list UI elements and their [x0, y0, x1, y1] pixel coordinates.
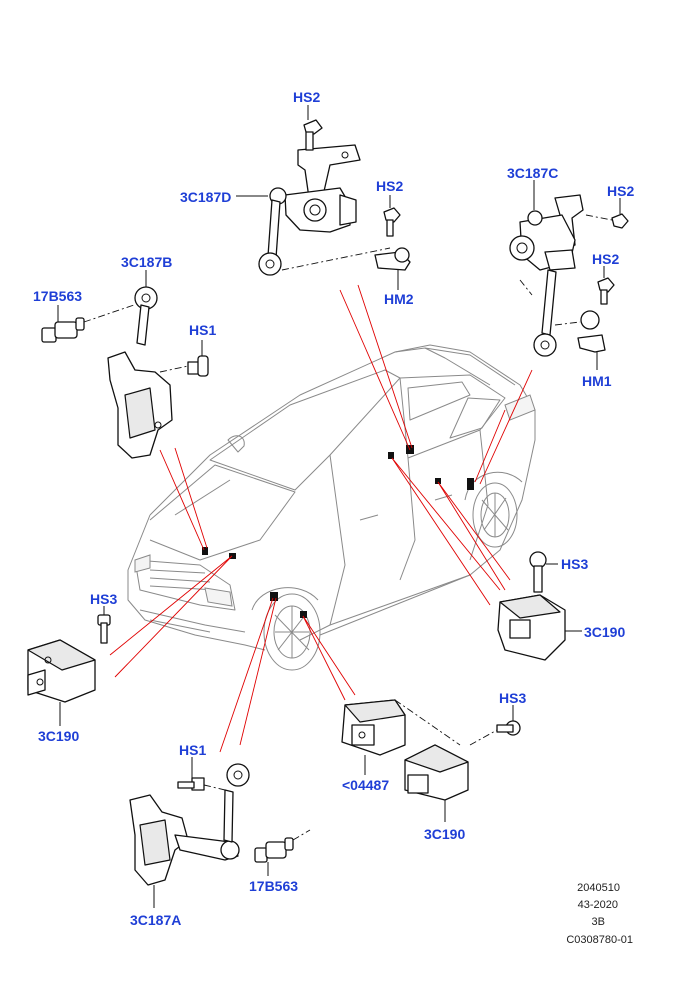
- reference-block: 2040510 43-2020 3B C0308780-01: [566, 882, 633, 946]
- reference-line-1: 2040510: [577, 882, 620, 894]
- label-17b563-bottom: 17B563: [249, 878, 298, 894]
- label-17b563-left: 17B563: [33, 288, 82, 304]
- label-hs2-right-lower: HS2: [592, 251, 619, 267]
- bracket-hm1: [554, 310, 606, 353]
- reference-line-3: 3B: [592, 916, 605, 928]
- label-hs3-right: HS3: [561, 556, 588, 572]
- sensor-mark-rear-right: [467, 478, 474, 490]
- label-3c187a: 3C187A: [130, 912, 181, 928]
- bolt-hs3-right: [529, 551, 547, 593]
- bolt-hs3-left: [97, 614, 111, 644]
- height-sensor-3c187b: [107, 286, 173, 459]
- pointer-lines: [109, 284, 533, 753]
- label-hm2: HM2: [384, 291, 414, 307]
- sensor-mark-c-pillar: [388, 452, 394, 459]
- bracket-hm2: [374, 247, 411, 271]
- reference-line-4: C0308780-01: [566, 934, 633, 946]
- rear-wheel: [464, 471, 523, 548]
- label-hs1-bottom: HS1: [179, 742, 206, 758]
- label-3c190-bottom: 3C190: [424, 826, 465, 842]
- label-hs2-right: HS2: [607, 183, 634, 199]
- bolt-hs3-bottom: [469, 720, 521, 746]
- reference-line-2: 43-2020: [578, 899, 618, 911]
- part-labels: HS2 3C187D HS2 HM2 3C187C HS2 HS2 HM1 3C…: [33, 89, 634, 928]
- sensor-mark-front-left: [202, 547, 208, 555]
- leader-lines: [57, 105, 621, 908]
- sensor-mark-front-right: [270, 592, 278, 601]
- label-3c190-right: 3C190: [584, 624, 625, 640]
- crash-sensor-3c190-left: [27, 639, 96, 703]
- label-3c187d: 3C187D: [180, 189, 231, 205]
- front-wheel: [251, 587, 321, 671]
- height-sensor-3c187a: [129, 763, 250, 886]
- pin-17b563-bottom: [254, 829, 311, 863]
- label-3c190-left: 3C190: [38, 728, 79, 744]
- crash-sensor-3c190-bottom: [404, 744, 469, 801]
- label-hs3-left: HS3: [90, 591, 117, 607]
- label-hm1: HM1: [582, 373, 612, 389]
- crash-sensor-3c190-right: [497, 594, 566, 661]
- height-sensor-3c187c: [509, 194, 584, 357]
- label-3c187b: 3C187B: [121, 254, 172, 270]
- label-hs2-mid: HS2: [376, 178, 403, 194]
- label-04487: <04487: [342, 777, 389, 793]
- label-3c187c: 3C187C: [507, 165, 558, 181]
- bolt-hs2-right-lower: [597, 277, 615, 305]
- height-sensor-3c187d: [258, 144, 391, 276]
- bolt-hs2-mid: [383, 207, 401, 237]
- bolt-hs1-left: [159, 355, 209, 377]
- sensor-mark-front-crash: [229, 553, 236, 559]
- pin-17b563-left: [41, 304, 135, 343]
- bolt-hs1-bottom: [177, 777, 226, 791]
- vehicle-outline: [127, 344, 536, 671]
- label-hs3-bottom: HS3: [499, 690, 526, 706]
- bolt-hs2-top: [303, 119, 323, 151]
- sensor-04487: [341, 699, 461, 756]
- bolt-hs2-right: [585, 213, 629, 229]
- label-hs2-top: HS2: [293, 89, 320, 105]
- label-hs1-left: HS1: [189, 322, 216, 338]
- sensor-mark-side-crash: [300, 611, 307, 618]
- sensor-mark-rear-crash: [435, 478, 441, 484]
